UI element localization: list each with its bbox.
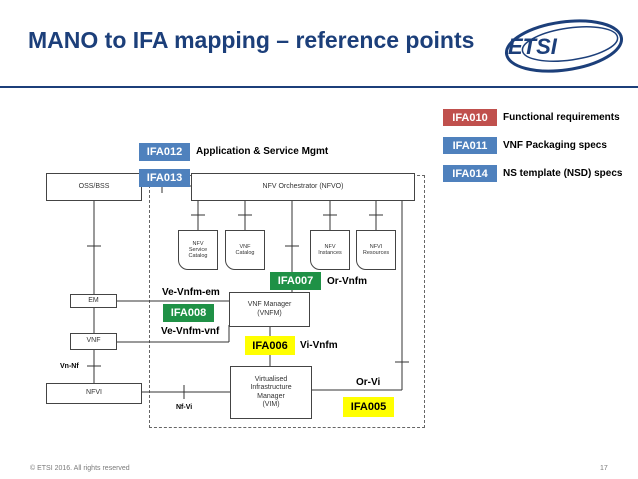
vnf-catalog: VNF Catalog bbox=[225, 230, 265, 270]
title-rule bbox=[0, 86, 638, 88]
nfvi-resources: NFVI Resources bbox=[356, 230, 396, 270]
nfvo-box: NFV Orchestrator (NFVO) bbox=[191, 173, 415, 201]
ifa013-tag: IFA013 bbox=[139, 169, 190, 187]
logo-text: ETSI bbox=[508, 34, 558, 59]
nf-vi-label: Nf-Vi bbox=[176, 404, 193, 411]
ifa005-tag: IFA005 bbox=[343, 397, 394, 417]
legend-tag-ifa014: IFA014 bbox=[443, 165, 497, 182]
oss-bss-box: OSS/BSS bbox=[46, 173, 142, 201]
ifa008-label-top: Ve-Vnfm-em bbox=[162, 287, 220, 298]
etsi-logo: ETSI bbox=[504, 19, 624, 73]
em-box: EM bbox=[70, 294, 117, 308]
ifa006-label: Vi-Vnfm bbox=[300, 340, 338, 351]
vim-box: Virtualised Infrastructure Manager (VIM) bbox=[230, 366, 312, 419]
legend-tag-ifa010: IFA010 bbox=[443, 109, 497, 126]
ifa008-tag: IFA008 bbox=[163, 304, 214, 322]
page-number: 17 bbox=[600, 465, 608, 472]
footer-copyright: © ETSI 2016. All rights reserved bbox=[30, 465, 130, 472]
nfv-instances: NFV Instances bbox=[310, 230, 350, 270]
ifa006-tag: IFA006 bbox=[245, 336, 295, 355]
ifa007-label: Or-Vnfm bbox=[327, 276, 367, 287]
legend-label-ifa010: Functional requirements bbox=[503, 112, 620, 123]
ifa005-label: Or-Vi bbox=[356, 377, 381, 388]
vn-nf-label: Vn-Nf bbox=[60, 363, 79, 370]
legend-label-ifa014: NS template (NSD) specs bbox=[503, 168, 623, 179]
ifa012-tag: IFA012 bbox=[139, 143, 190, 161]
legend-tag-ifa011: IFA011 bbox=[443, 137, 497, 154]
vnfm-box: VNF Manager (VNFM) bbox=[229, 292, 310, 327]
legend-label-ifa011: VNF Packaging specs bbox=[503, 140, 607, 151]
page-title: MANO to IFA mapping – reference points bbox=[28, 27, 475, 53]
ifa008-label-bottom: Ve-Vnfm-vnf bbox=[161, 326, 220, 337]
ifa007-tag: IFA007 bbox=[270, 272, 321, 290]
vnf-box: VNF bbox=[70, 333, 117, 350]
nfv-service-catalog: NFV Service Catalog bbox=[178, 230, 218, 270]
ifa012-label: Application & Service Mgmt bbox=[196, 146, 329, 157]
nfvi-box: NFVI bbox=[46, 383, 142, 404]
